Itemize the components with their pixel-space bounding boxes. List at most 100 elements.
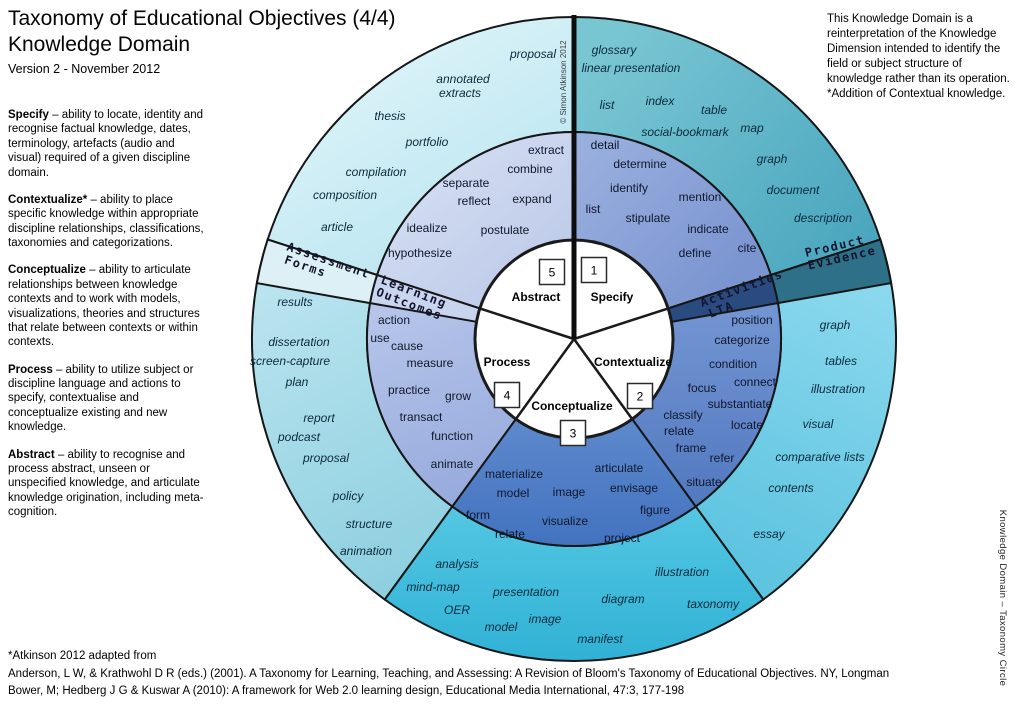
term: postulate	[481, 223, 530, 237]
term: composition	[313, 188, 377, 202]
term: table	[701, 103, 727, 117]
term: expand	[512, 192, 551, 206]
definition-text: – ability to locate, identity and recogn…	[8, 109, 203, 179]
outer-ring-abstract-terms: proposal annotated extracts thesis portf…	[313, 47, 556, 234]
definition-text: – ability to recognise and process abstr…	[8, 448, 204, 519]
middle-ring-specify-terms: detail determine identify mention list s…	[586, 138, 757, 260]
term: idealize	[407, 221, 448, 235]
definition-text: – ability to utilize subject or discipli…	[8, 363, 194, 434]
term: function	[431, 429, 473, 443]
center-segment-label: Abstract	[512, 290, 561, 304]
term: project	[604, 531, 641, 545]
term: visualize	[542, 514, 588, 528]
outer-ring-contextualize-terms: graph tables illustration visual compara…	[753, 318, 865, 541]
middle-ring-conceptualize-terms: materialize model image articulate envis…	[466, 461, 670, 545]
term: diagram	[601, 592, 644, 606]
definition-item: Contextualize* – ability to place specif…	[8, 193, 204, 251]
term: model	[497, 486, 530, 500]
version-label: Version 2 - November 2012	[8, 61, 161, 76]
center-segment-label: Process	[484, 355, 531, 369]
term: relate	[495, 527, 525, 541]
definition-item: Conceptualize – ability to articulate re…	[8, 263, 204, 349]
definition-term: Abstract	[8, 448, 55, 461]
term: animate	[431, 457, 474, 471]
term: glossary	[592, 43, 638, 57]
term: envisage	[610, 481, 658, 495]
definition-text: – ability to place specific knowledge wi…	[8, 193, 204, 249]
term: classify	[663, 408, 702, 422]
term: use	[370, 331, 390, 345]
term: visual	[803, 417, 834, 431]
term: comparative lists	[775, 450, 864, 464]
term: thesis	[374, 109, 405, 123]
term: locate	[731, 418, 763, 432]
center-segment-label: Specify	[591, 290, 634, 304]
number-box	[580, 256, 608, 284]
term: cause	[391, 339, 423, 353]
term: model	[485, 620, 518, 634]
page-subtitle: Knowledge Domain	[8, 33, 191, 57]
term: extracts	[439, 86, 481, 100]
term: portfolio	[405, 135, 449, 149]
footer-adapted-from: *Atkinson 2012 adapted from	[8, 650, 157, 662]
definition-text: – ability to articulate relationships be…	[8, 264, 200, 349]
term: cite	[738, 241, 757, 255]
term: articulate	[595, 461, 644, 475]
definition-term: Specify	[8, 109, 49, 121]
term: structure	[346, 517, 393, 531]
term: materialize	[485, 467, 543, 481]
definition-item: Abstract – ability to recognise and proc…	[8, 448, 204, 520]
definition-term: Process	[8, 363, 53, 376]
page-title: Taxonomy of Educational Objectives (4/4)	[8, 7, 396, 30]
center-segment-number: 4	[504, 389, 511, 403]
term: transact	[400, 410, 443, 424]
term: screen-capture	[250, 354, 330, 368]
term: categorize	[714, 333, 770, 347]
term: description	[794, 211, 852, 225]
outer-ring-process-terms: results dissertation screen-capture plan…	[250, 295, 393, 558]
term: proposal	[509, 47, 556, 61]
term: presentation	[492, 585, 559, 599]
number-box	[626, 382, 654, 410]
number-box	[559, 419, 587, 447]
term: taxonomy	[687, 597, 740, 611]
term: figure	[640, 503, 670, 517]
center-segments: Specify 1 Contextualize 2 Conceptualize …	[484, 256, 672, 447]
middle-ring-abstract-terms: extract combine separate reflect expand …	[388, 143, 565, 260]
term: indicate	[687, 222, 729, 236]
side-vertical-label: Knowledge Domain – Taxonomy Circle	[997, 510, 1008, 687]
term: tables	[825, 354, 857, 368]
term: combine	[507, 162, 553, 176]
term: report	[303, 411, 335, 425]
term: extract	[528, 143, 565, 157]
term: frame	[676, 441, 707, 455]
term: linear presentation	[582, 61, 681, 75]
center-segment-label: Contextualize	[594, 355, 672, 369]
term: condition	[709, 357, 757, 371]
term: analysis	[435, 557, 478, 571]
footer-citation-2: Bower, M; Hedberg J G & Kuswar A (2010):…	[8, 685, 685, 697]
number-box	[493, 381, 521, 409]
term: grow	[445, 389, 471, 403]
term: form	[466, 508, 490, 522]
term: illustration	[655, 565, 709, 579]
term: article	[321, 220, 353, 234]
term: image	[529, 612, 562, 626]
term: separate	[443, 176, 490, 190]
term: situate	[686, 475, 722, 489]
term: list	[586, 202, 601, 216]
term: graph	[757, 152, 788, 166]
term: results	[277, 295, 312, 309]
term: refer	[710, 451, 735, 465]
center-segment-number: 1	[591, 264, 598, 278]
term: mention	[679, 190, 722, 204]
term: plan	[285, 375, 309, 389]
term: proposal	[302, 451, 349, 465]
term: document	[767, 183, 820, 197]
term: determine	[613, 157, 667, 171]
term: compilation	[346, 165, 407, 179]
center-segment-number: 5	[549, 266, 556, 280]
info-note: This Knowledge Domain is a reinterpretat…	[827, 13, 1010, 100]
